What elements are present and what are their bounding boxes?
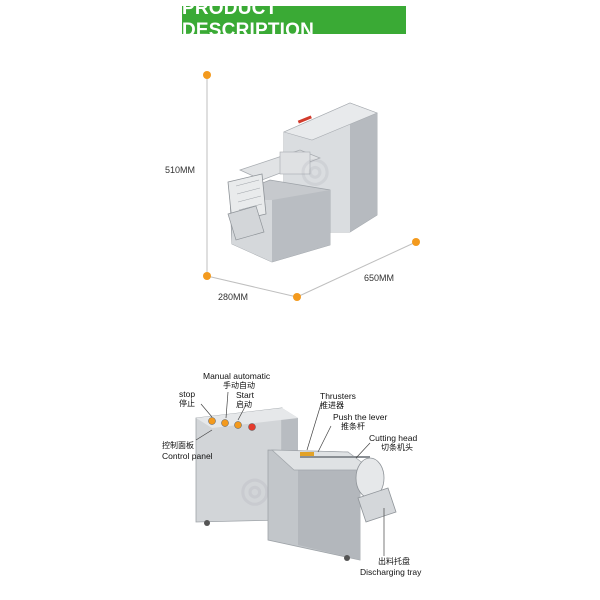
watermark: ◎ [240, 471, 272, 509]
dimension-dots [203, 71, 420, 301]
label-thrusters: Thrusters 推进器 [320, 391, 356, 410]
height-dimension: 510MM [165, 165, 196, 175]
label-push-the-lever: Push the lever 推条杆 [333, 412, 388, 431]
dimension-lines [206, 75, 417, 298]
label-discharging-tray: 出料托盘 Discharging tray [360, 557, 422, 577]
product-description-banner: PRODUCT DESCRIPTION [182, 0, 406, 41]
label-control-panel: 控制面板 Control panel [162, 441, 213, 461]
label-cutting-head: Cutting head 切条机头 [369, 433, 418, 452]
watermark: ◎ [297, 148, 335, 192]
length-dimension: 650MM [364, 273, 395, 283]
width-dimension: 280MM [218, 292, 249, 302]
label-start: Start 启动 [236, 390, 254, 409]
label-manual-automatic: Manual automatic 手动自动 [203, 371, 271, 390]
label-leader-lines [195, 391, 385, 556]
banner-title: PRODUCT DESCRIPTION [182, 0, 315, 41]
top-machine-drawing [227, 102, 378, 263]
label-stop: stop 停止 [179, 389, 196, 408]
bottom-machine-drawing [195, 407, 397, 561]
